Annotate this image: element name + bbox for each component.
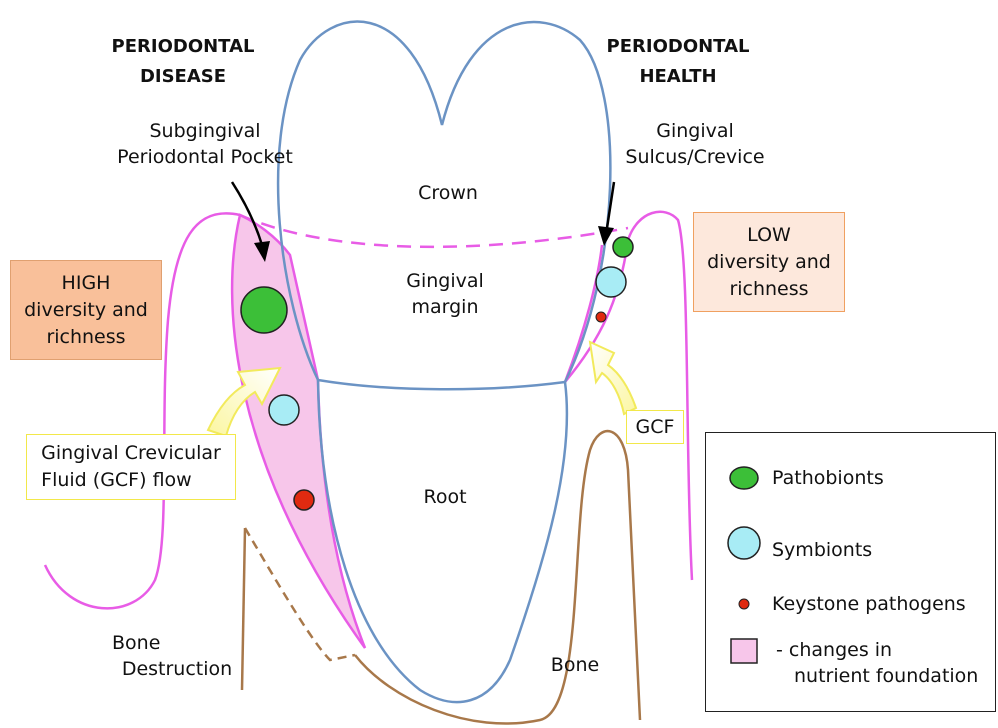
heading-health-line2: HEALTH — [588, 62, 768, 92]
label-margin-line1: Gingival — [385, 268, 505, 294]
label-margin: Gingival margin — [385, 268, 505, 320]
label-bone-destruction: Bone Destruction — [107, 630, 247, 682]
periodontal-pocket — [232, 215, 365, 648]
box-high-line2: diversity and — [24, 297, 148, 324]
legend: Pathobionts Symbionts Keystone pathogens… — [705, 432, 996, 712]
legend-row-symbionts: Symbionts — [706, 529, 995, 563]
box-low-line2: diversity and — [707, 249, 831, 276]
tooth-root-outline — [318, 380, 567, 702]
arrow-to-sulcus — [598, 182, 614, 246]
heading-health: PERIODONTAL HEALTH — [588, 32, 768, 92]
pathobiont-large — [241, 287, 287, 333]
box-high-line3: richness — [24, 324, 148, 351]
label-root: Root — [400, 484, 490, 510]
label-bone: Bone — [540, 652, 610, 678]
symbiont-right — [596, 267, 626, 297]
label-margin-line2: margin — [385, 294, 505, 320]
box-low-line3: richness — [707, 276, 831, 303]
heading-disease-line1: PERIODONTAL — [88, 32, 278, 62]
symbiont-left — [269, 395, 299, 425]
legend-row-nutrient: - changes in nutrient foundation — [706, 633, 995, 693]
box-gcf-flow-line2: Fluid (GCF) flow — [41, 467, 221, 494]
legend-nutrient-label: - changes in nutrient foundation — [776, 637, 978, 689]
keystone-pathogen-left — [294, 490, 314, 510]
keystone-legend-icon — [724, 587, 764, 621]
label-bone-destruction-line2: Destruction — [107, 656, 247, 682]
box-high-diversity: HIGH diversity and richness — [10, 260, 162, 360]
heading-disease: PERIODONTAL DISEASE — [88, 32, 278, 92]
legend-row-keystone: Keystone pathogens — [706, 587, 995, 621]
heading-disease-line2: DISEASE — [88, 62, 278, 92]
cemento-enamel-junction — [318, 380, 565, 389]
label-pocket-line2: Periodontal Pocket — [85, 144, 325, 170]
legend-nutrient-line2: nutrient foundation — [776, 663, 978, 689]
legend-pathobionts-label: Pathobionts — [772, 465, 884, 491]
pathobiont-small — [613, 237, 633, 257]
label-sulcus-line1: Gingival — [610, 118, 780, 144]
legend-keystone-label: Keystone pathogens — [772, 591, 966, 617]
label-pocket: Subgingival Periodontal Pocket — [85, 118, 325, 170]
symbiont-legend-icon — [724, 525, 764, 561]
box-gcf-flow: Gingival Crevicular Fluid (GCF) flow — [26, 434, 236, 500]
box-gcf: GCF — [626, 410, 684, 444]
legend-row-pathobionts: Pathobionts — [706, 461, 995, 495]
legend-nutrient-line1: - changes in — [776, 637, 978, 663]
label-sulcus: Gingival Sulcus/Crevice — [610, 118, 780, 170]
pathobiont-legend-icon — [724, 461, 764, 495]
label-bone-destruction-line1: Bone — [107, 630, 247, 656]
box-low-line1: LOW — [707, 222, 831, 249]
label-pocket-line1: Subgingival — [85, 118, 325, 144]
heading-health-line1: PERIODONTAL — [588, 32, 768, 62]
label-sulcus-line2: Sulcus/Crevice — [610, 144, 780, 170]
nutrient-legend-icon — [724, 635, 764, 669]
label-crown: Crown — [398, 180, 498, 206]
box-gcf-flow-line1: Gingival Crevicular — [41, 440, 221, 467]
gingival-margin-dashed — [240, 215, 628, 247]
box-low-diversity: LOW diversity and richness — [693, 212, 845, 312]
keystone-pathogen-right — [596, 312, 606, 322]
legend-symbionts-label: Symbionts — [772, 537, 872, 563]
box-high-line1: HIGH — [24, 270, 148, 297]
gcf-arrow-right — [590, 342, 636, 414]
